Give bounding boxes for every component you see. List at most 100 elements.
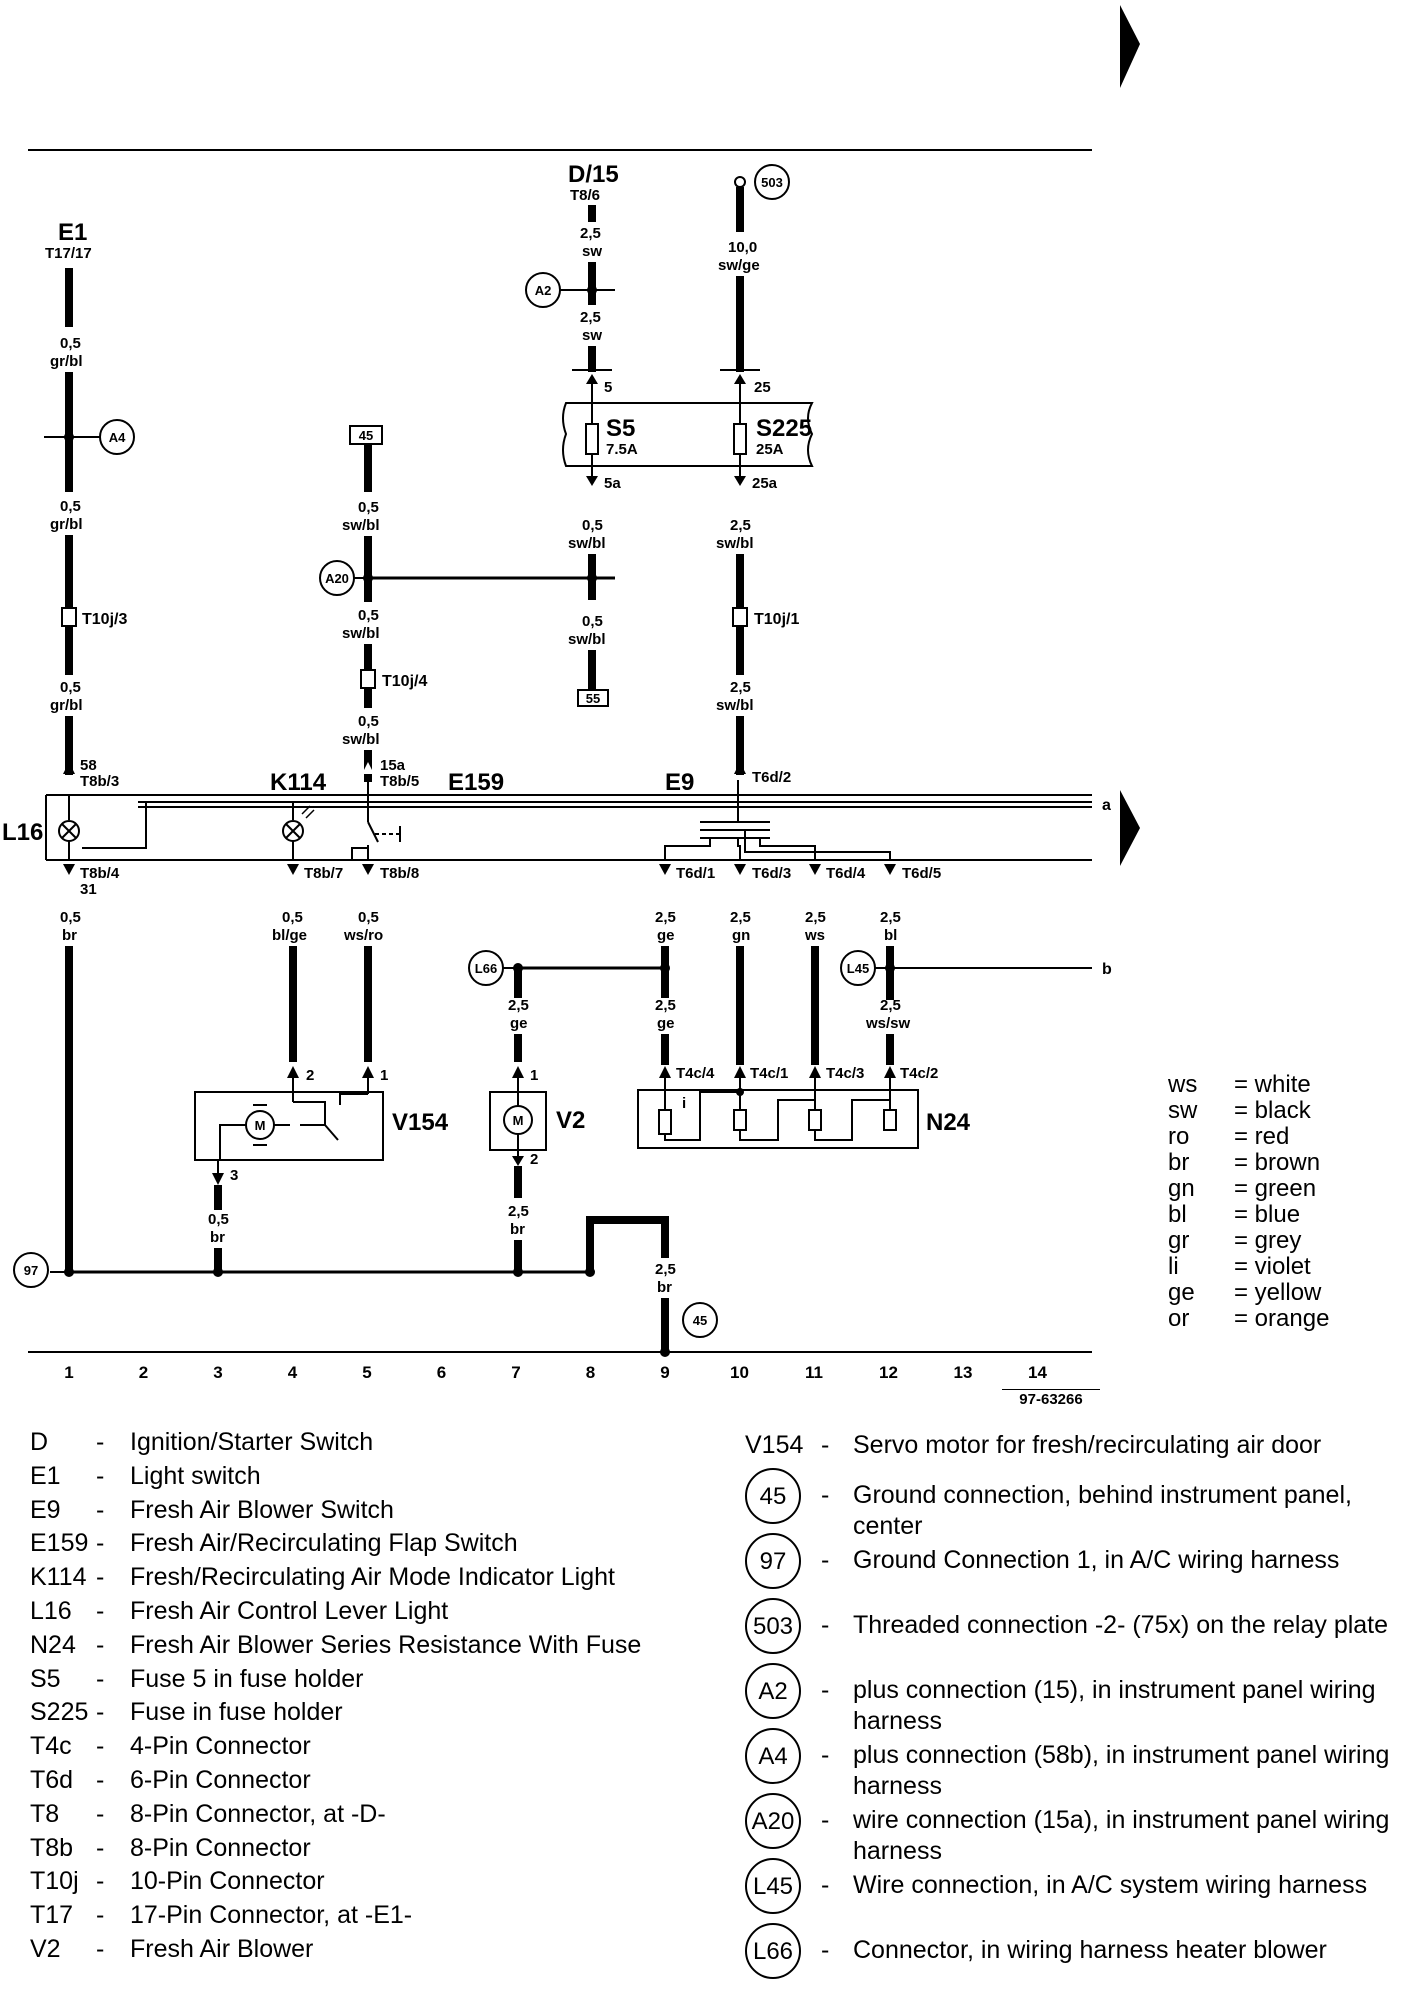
color-abbr: or bbox=[1168, 1305, 1190, 1332]
legend-item: L45-Wire connection, in A/C system wirin… bbox=[745, 1858, 1405, 1932]
svg-text:T4c/1: T4c/1 bbox=[750, 1065, 788, 1082]
legend-item: E159-Fresh Air/Recirculating Flap Switch bbox=[30, 1529, 720, 1563]
svg-text:55: 55 bbox=[586, 691, 600, 706]
legend-dash: - bbox=[96, 1563, 105, 1592]
color-key-row: ge= yellow bbox=[1168, 1280, 1321, 1306]
svg-text:0,5: 0,5 bbox=[582, 517, 603, 534]
column-10-circuit: 503 10,0 sw/ge 25 25a 2,5 sw/bl T10j/1 2… bbox=[716, 164, 799, 786]
legend-code: E1 bbox=[30, 1461, 61, 1490]
svg-text:2,5: 2,5 bbox=[655, 1261, 676, 1278]
svg-text:T6d/2: T6d/2 bbox=[752, 769, 791, 786]
fuse-s225-icon bbox=[733, 423, 747, 455]
svg-text:2,5: 2,5 bbox=[730, 679, 751, 696]
svg-text:2: 2 bbox=[306, 1067, 314, 1084]
component-e159-label: E159 bbox=[448, 769, 504, 796]
legend-dash: - bbox=[96, 1529, 105, 1558]
connection-l45-icon bbox=[840, 950, 876, 986]
svg-text:sw: sw bbox=[582, 243, 602, 260]
ground-97-icon bbox=[13, 1252, 49, 1288]
legend-desc: Servo motor for fresh/recirculating air … bbox=[853, 1431, 1322, 1459]
svg-text:gr/bl: gr/bl bbox=[50, 516, 83, 533]
svg-text:L45: L45 bbox=[847, 961, 869, 976]
legend-dash: - bbox=[821, 1676, 830, 1704]
column-1-circuit: E1 T17/17 0,5 gr/bl A4 0,5 gr/bl T10j/3 … bbox=[44, 219, 135, 790]
svg-text:2,5: 2,5 bbox=[880, 909, 901, 926]
legend-dash: - bbox=[821, 1741, 830, 1769]
svg-text:M: M bbox=[513, 1113, 524, 1128]
legend-item: A2-plus connection (15), in instrument p… bbox=[745, 1663, 1405, 1737]
color-meaning: = brown bbox=[1234, 1149, 1321, 1176]
blower-switch-outputs: T6d/1 2,5 ge 2,5 ge T6d/3 2,5 gn T6d/4 2… bbox=[655, 864, 1112, 1065]
svg-text:97: 97 bbox=[24, 1263, 38, 1278]
column-8-circuit: D/15 T8/6 2,5 sw A2 2,5 sw 5 bbox=[525, 161, 619, 403]
legend-circle-code: L45 bbox=[745, 1858, 801, 1914]
color-meaning: = violet bbox=[1234, 1253, 1311, 1280]
svg-text:0,5: 0,5 bbox=[208, 1211, 229, 1228]
svg-text:10,0: 10,0 bbox=[728, 239, 757, 256]
legend-item: A20-wire connection (15a), in instrument… bbox=[745, 1793, 1405, 1867]
svg-text:25A: 25A bbox=[756, 441, 784, 458]
legend-circle-code: L66 bbox=[745, 1923, 801, 1979]
svg-text:0,5: 0,5 bbox=[60, 679, 81, 696]
legend-desc: Fresh Air Control Lever Light bbox=[130, 1597, 449, 1625]
legend-desc: Threaded connection -2- (75x) on the rel… bbox=[853, 1611, 1389, 1639]
legend-dash: - bbox=[821, 1936, 830, 1964]
svg-text:2,5: 2,5 bbox=[580, 225, 601, 242]
page-continue-arrow-icon bbox=[1120, 5, 1140, 88]
component-l16-label: L16 bbox=[2, 819, 43, 846]
series-resistance-n24: T4c/4 T4c/1 T4c/3 T4c/2 i N24 bbox=[637, 1065, 971, 1149]
legend-item: 97-Ground Connection 1, in A/C wiring ha… bbox=[745, 1533, 1405, 1607]
legend-desc: Fresh Air Blower Series Resistance With … bbox=[130, 1630, 642, 1659]
svg-text:45: 45 bbox=[359, 428, 373, 443]
connector-l66-icon bbox=[468, 950, 504, 986]
svg-text:gn: gn bbox=[732, 927, 750, 944]
legend-desc: 8-Pin Connector bbox=[130, 1833, 311, 1862]
legend-dash: - bbox=[96, 1630, 105, 1659]
svg-text:ws/sw: ws/sw bbox=[865, 1015, 911, 1032]
column-number: 5 bbox=[362, 1363, 371, 1382]
column-number: 4 bbox=[288, 1363, 298, 1382]
legend-desc: Fuse in fuse holder bbox=[130, 1698, 343, 1727]
color-meaning: = black bbox=[1234, 1097, 1311, 1124]
connection-a20-icon bbox=[319, 560, 355, 596]
ref-number: 97-63266 bbox=[1019, 1391, 1083, 1408]
legend-code: L16 bbox=[30, 1597, 72, 1625]
relay-55-box bbox=[577, 689, 609, 707]
connector-t10j4-icon bbox=[360, 669, 376, 689]
legend-dash: - bbox=[96, 1901, 105, 1930]
svg-text:T10j/3: T10j/3 bbox=[82, 611, 127, 628]
legend-dash: - bbox=[821, 1611, 830, 1639]
svg-text:31: 31 bbox=[80, 881, 97, 898]
legend-code: E9 bbox=[30, 1495, 61, 1524]
legend-dash: - bbox=[96, 1428, 105, 1456]
legend-dash: - bbox=[96, 1698, 105, 1727]
svg-text:A2: A2 bbox=[535, 283, 552, 298]
svg-text:15a: 15a bbox=[380, 757, 406, 774]
legend-code: V154 bbox=[745, 1431, 804, 1459]
svg-text:L66: L66 bbox=[475, 961, 497, 976]
column-number: 7 bbox=[511, 1363, 520, 1382]
svg-text:0,5: 0,5 bbox=[60, 335, 81, 352]
connection-a2-icon bbox=[525, 272, 561, 308]
continue-arrow-icon bbox=[1120, 790, 1140, 866]
legend-dash: - bbox=[96, 1495, 105, 1524]
color-abbr: ws bbox=[1168, 1071, 1198, 1098]
svg-text:T8b/3: T8b/3 bbox=[80, 773, 119, 790]
legend-item: 45-Ground connection, behind instrument … bbox=[745, 1468, 1405, 1542]
legend-dash: - bbox=[96, 1732, 105, 1761]
connector-t10j1-icon bbox=[732, 607, 748, 627]
legend-dash: - bbox=[96, 1833, 105, 1862]
legend-code: T8 bbox=[30, 1799, 60, 1828]
legend-desc: Fresh/Recirculating Air Mode Indicator L… bbox=[130, 1563, 615, 1592]
svg-text:7.5A: 7.5A bbox=[606, 441, 638, 458]
legend-desc: plus connection (58b), in instrument pan… bbox=[853, 1741, 1390, 1800]
fuse-s5-icon bbox=[585, 423, 599, 455]
legend-desc: Fresh Air/Recirculating Flap Switch bbox=[130, 1529, 518, 1558]
svg-text:2,5: 2,5 bbox=[880, 997, 901, 1014]
svg-text:A4: A4 bbox=[109, 430, 126, 445]
legend-item: D-Ignition/Starter Switch bbox=[30, 1428, 720, 1462]
column-number: 6 bbox=[437, 1363, 446, 1382]
legend-code: T6d bbox=[30, 1766, 74, 1794]
legend-code: N24 bbox=[30, 1630, 76, 1659]
legend-circle-code: 45 bbox=[745, 1468, 801, 1524]
